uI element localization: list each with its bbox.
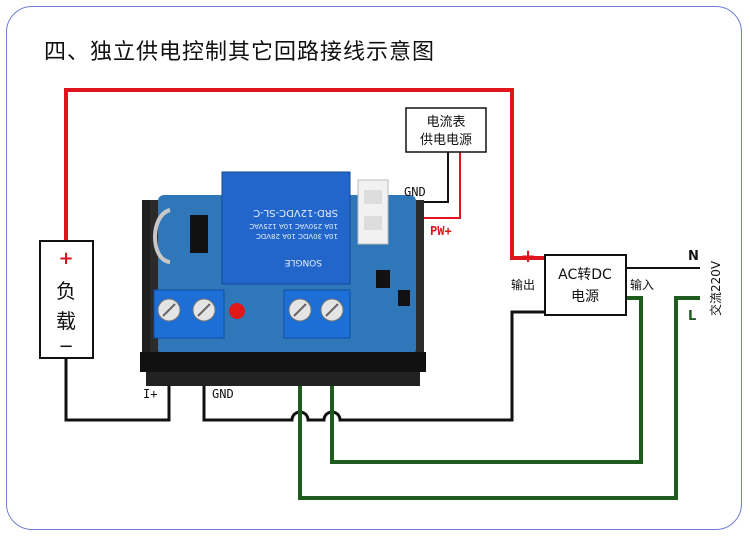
relay-model-text: SRD-12VDC-SL-C bbox=[253, 207, 338, 218]
relay-cube bbox=[221, 171, 351, 285]
ammeter-supply-line2: 供电电源 bbox=[420, 133, 472, 148]
ammeter-supply-line1: 电流表 bbox=[426, 115, 465, 130]
ammeter-supply-box bbox=[405, 107, 487, 153]
green-wire-outer bbox=[298, 296, 700, 500]
i-plus-label: I+ bbox=[143, 387, 157, 401]
pw-plus-label: PW+ bbox=[430, 224, 452, 238]
green-wire-inner bbox=[330, 296, 643, 464]
psu-input-label: 输入 bbox=[630, 277, 654, 292]
diagram-frame bbox=[6, 6, 742, 530]
psu-label-2: 电源 bbox=[571, 289, 599, 305]
black-wire-gnd-psu bbox=[202, 310, 545, 422]
load-minus-sign: − bbox=[58, 336, 73, 357]
psu-plus-sign: + bbox=[520, 246, 535, 267]
relay-module: SRD-12VDC-SL-C 10A 250VAC 10A 125VAC 10A… bbox=[140, 171, 426, 386]
ac-n-label: N bbox=[688, 249, 699, 264]
psu-output-label: 输出 bbox=[511, 277, 535, 292]
load-label-1: 负 bbox=[56, 279, 76, 303]
psu-box bbox=[544, 254, 627, 316]
relay-brand: SONGLE bbox=[284, 257, 322, 267]
psu-label-1: AC转DC bbox=[558, 267, 612, 283]
gnd-terminal-label: GND bbox=[212, 387, 234, 401]
load-box bbox=[39, 240, 94, 359]
gnd-supply-label: GND bbox=[404, 185, 426, 199]
relay-rating-1: 10A 250VAC 10A 125VAC bbox=[249, 222, 338, 230]
diagram-title: 四、独立供电控制其它回路接线示意图 bbox=[44, 40, 436, 65]
red-wire-load-psu bbox=[64, 88, 545, 260]
load-label-2: 载 bbox=[56, 309, 76, 333]
relay-rating-2: 10A 30VDC 10A 28VDC bbox=[256, 232, 338, 240]
psu-minus-sign: − bbox=[520, 302, 535, 323]
power-connector bbox=[357, 179, 389, 245]
load-plus-sign: + bbox=[58, 248, 73, 269]
led-indicator bbox=[229, 303, 245, 319]
ac-voltage-label: 交流220V bbox=[708, 260, 723, 316]
ac-l-label: L bbox=[688, 309, 696, 324]
